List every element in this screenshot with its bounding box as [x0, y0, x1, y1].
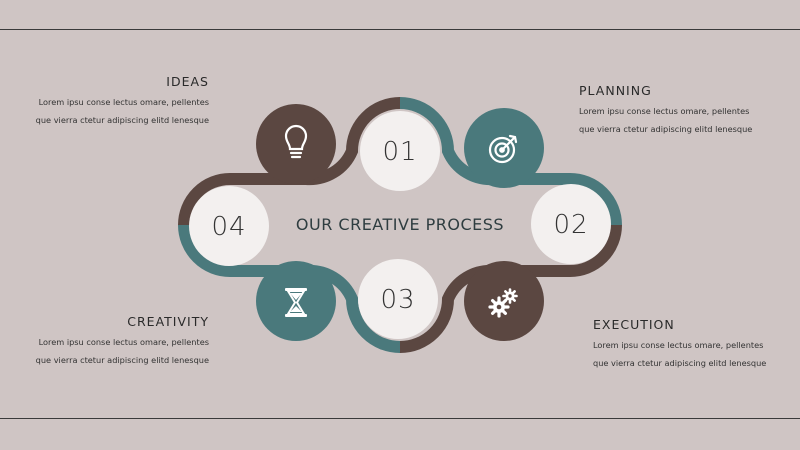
- step-03-number: 03: [380, 285, 415, 315]
- planning-text-line2: que vierra ctetur adipiscing elitd lenes…: [579, 124, 753, 134]
- band-bottom-right: [399, 224, 622, 353]
- execution-text-line2: que vierra ctetur adipiscing elitd lenes…: [593, 358, 767, 368]
- creativity-title: CREATIVITY: [127, 314, 209, 329]
- creativity-text-line2: que vierra ctetur adipiscing elitd lenes…: [35, 355, 209, 365]
- step-04-number: 04: [211, 212, 246, 242]
- top-rule: [0, 29, 800, 30]
- band-top-right: [399, 97, 622, 226]
- target-icon: [488, 134, 518, 164]
- step-04-circle: [189, 186, 269, 266]
- creativity-block: CREATIVITY Lorem ipsu conse lectus omare…: [0, 314, 209, 369]
- center-title: OUR CREATIVE PROCESS: [296, 215, 504, 234]
- step-02-number: 02: [553, 210, 588, 240]
- execution-block: EXECUTION Lorem ipsu conse lectus omare,…: [593, 317, 800, 372]
- band-bottom-left: [178, 224, 401, 353]
- connector-bands: [178, 97, 622, 353]
- hourglass-icon: [285, 288, 307, 317]
- ideas-icon-circle: [256, 104, 336, 184]
- step-03-circle: [358, 259, 438, 339]
- planning-text-line1: Lorem ipsu conse lectus omare, pellentes: [579, 106, 750, 116]
- bottom-rule: [0, 418, 800, 419]
- planning-block: PLANNING Lorem ipsu conse lectus omare, …: [579, 83, 789, 138]
- gears-icon: [488, 288, 518, 318]
- execution-text-line1: Lorem ipsu conse lectus omare, pellentes: [593, 340, 764, 350]
- lightbulb-icon: [284, 124, 308, 159]
- step-01-circle: [360, 111, 440, 191]
- ideas-title: IDEAS: [166, 74, 209, 89]
- band-top-left: [178, 97, 401, 226]
- step-02-circle: [531, 184, 611, 264]
- creativity-icon-circle: [256, 261, 336, 341]
- creativity-text-line1: Lorem ipsu conse lectus omare, pellentes: [38, 337, 209, 347]
- execution-title: EXECUTION: [593, 317, 675, 332]
- ideas-text-line1: Lorem ipsu conse lectus omare, pellentes: [38, 97, 209, 107]
- ideas-block: IDEAS Lorem ipsu conse lectus omare, pel…: [0, 74, 209, 129]
- ideas-text-line2: que vierra ctetur adipiscing elitd lenes…: [35, 115, 209, 125]
- planning-title: PLANNING: [579, 83, 652, 98]
- step-01-number: 01: [382, 137, 417, 167]
